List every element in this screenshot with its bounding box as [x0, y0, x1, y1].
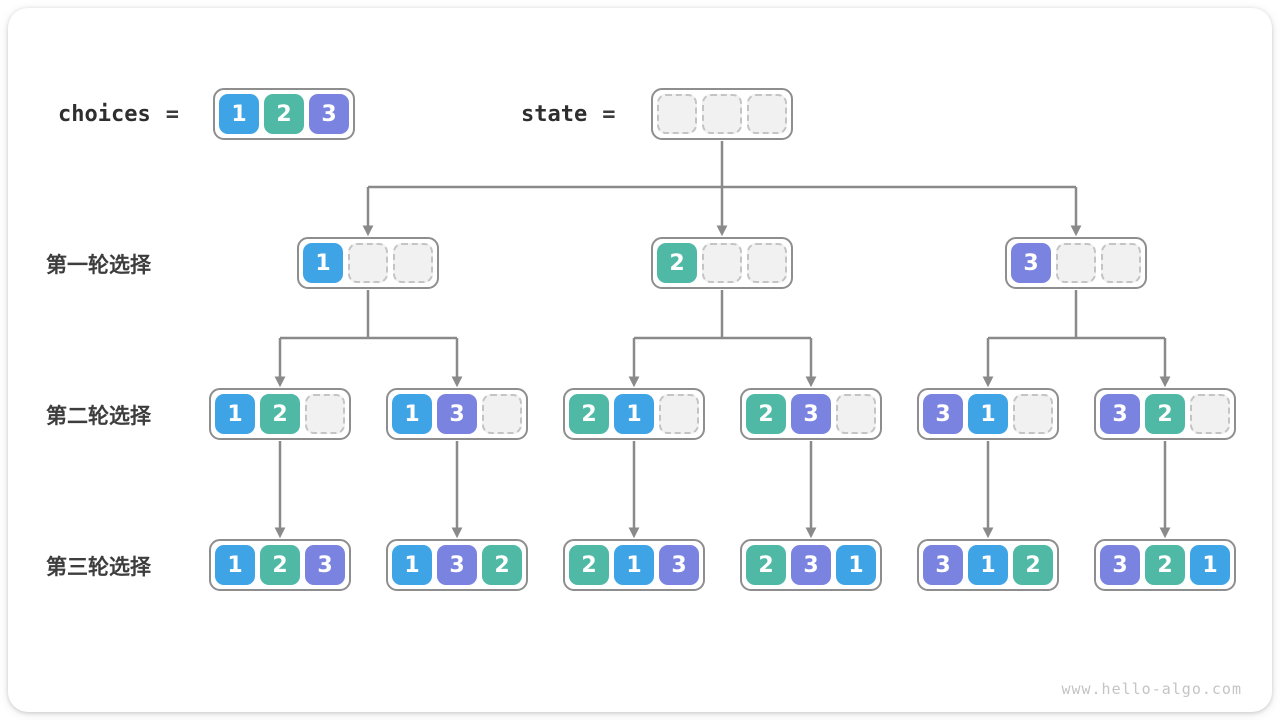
value-cell [482, 394, 522, 434]
value-cell: 1 [392, 394, 432, 434]
value-cell: 3 [791, 545, 831, 585]
state-label-group: state = [521, 88, 615, 141]
value-cell: 3 [437, 394, 477, 434]
tree-node: 1 2 [209, 388, 351, 440]
value-cell: 1 [614, 545, 654, 585]
branch-line [634, 290, 811, 340]
value-cell: 3 [305, 545, 345, 585]
value-cell: 2 [657, 243, 697, 283]
value-cell: 3 [923, 545, 963, 585]
branch-line [280, 290, 457, 340]
value-cell: 3 [923, 394, 963, 434]
value-cell: 1 [836, 545, 876, 585]
value-cell: 1 [968, 394, 1008, 434]
tree-node: 1 3 2 [386, 539, 528, 591]
choices-array: 1 2 3 [213, 88, 355, 140]
value-cell: 1 [392, 545, 432, 585]
value-cell: 1 [215, 394, 255, 434]
value-cell: 2 [482, 545, 522, 585]
state-cell [657, 94, 697, 134]
tree-node: 1 3 [386, 388, 528, 440]
value-cell: 2 [746, 394, 786, 434]
value-cell: 1 [1190, 545, 1230, 585]
value-cell [1056, 243, 1096, 283]
value-cell [836, 394, 876, 434]
value-cell: 3 [791, 394, 831, 434]
value-cell: 3 [1100, 394, 1140, 434]
watermark: www.hello-algo.com [1061, 680, 1242, 698]
tree-node: 2 1 [563, 388, 705, 440]
value-cell: 2 [1013, 545, 1053, 585]
value-cell [1190, 394, 1230, 434]
tree-node: 3 2 [1094, 388, 1236, 440]
value-cell: 2 [569, 545, 609, 585]
round-3-label: 第三轮选择 [46, 555, 151, 579]
value-cell: 2 [260, 545, 300, 585]
choices-cell: 1 [219, 94, 259, 134]
state-cell [747, 94, 787, 134]
tree-node: 2 1 3 [563, 539, 705, 591]
value-cell [305, 394, 345, 434]
round-1-label: 第一轮选择 [46, 253, 151, 277]
value-cell [702, 243, 742, 283]
tree-node: 1 [297, 237, 439, 289]
value-cell: 3 [1011, 243, 1051, 283]
value-cell: 2 [746, 545, 786, 585]
value-cell [747, 243, 787, 283]
state-array [651, 88, 793, 140]
value-cell: 1 [614, 394, 654, 434]
value-cell: 2 [569, 394, 609, 434]
tree-node: 2 3 1 [740, 539, 882, 591]
tree-node: 3 2 1 [1094, 539, 1236, 591]
value-cell: 1 [303, 243, 343, 283]
state-label: state [521, 102, 588, 127]
value-cell [393, 243, 433, 283]
value-cell [659, 394, 699, 434]
choices-cell: 2 [264, 94, 304, 134]
choices-label: choices [58, 102, 151, 127]
value-cell: 1 [215, 545, 255, 585]
tree-node: 2 [651, 237, 793, 289]
branch-line [988, 290, 1165, 340]
tree-node: 2 3 [740, 388, 882, 440]
value-cell [1101, 243, 1141, 283]
tree-node: 3 1 2 [917, 539, 1059, 591]
value-cell: 2 [1145, 394, 1185, 434]
value-cell [1013, 394, 1053, 434]
value-cell: 3 [659, 545, 699, 585]
tree-node: 1 2 3 [209, 539, 351, 591]
value-cell [348, 243, 388, 283]
value-cell: 1 [968, 545, 1008, 585]
value-cell: 2 [260, 394, 300, 434]
choices-label-group: choices = [58, 88, 179, 141]
equals-sign: = [165, 102, 179, 127]
value-cell: 3 [437, 545, 477, 585]
round-2-label: 第二轮选择 [46, 404, 151, 428]
value-cell: 3 [1100, 545, 1140, 585]
value-cell: 2 [1145, 545, 1185, 585]
equals-sign: = [602, 102, 616, 127]
tree-node: 3 [1005, 237, 1147, 289]
tree-node: 3 1 [917, 388, 1059, 440]
state-cell [702, 94, 742, 134]
choices-cell: 3 [309, 94, 349, 134]
